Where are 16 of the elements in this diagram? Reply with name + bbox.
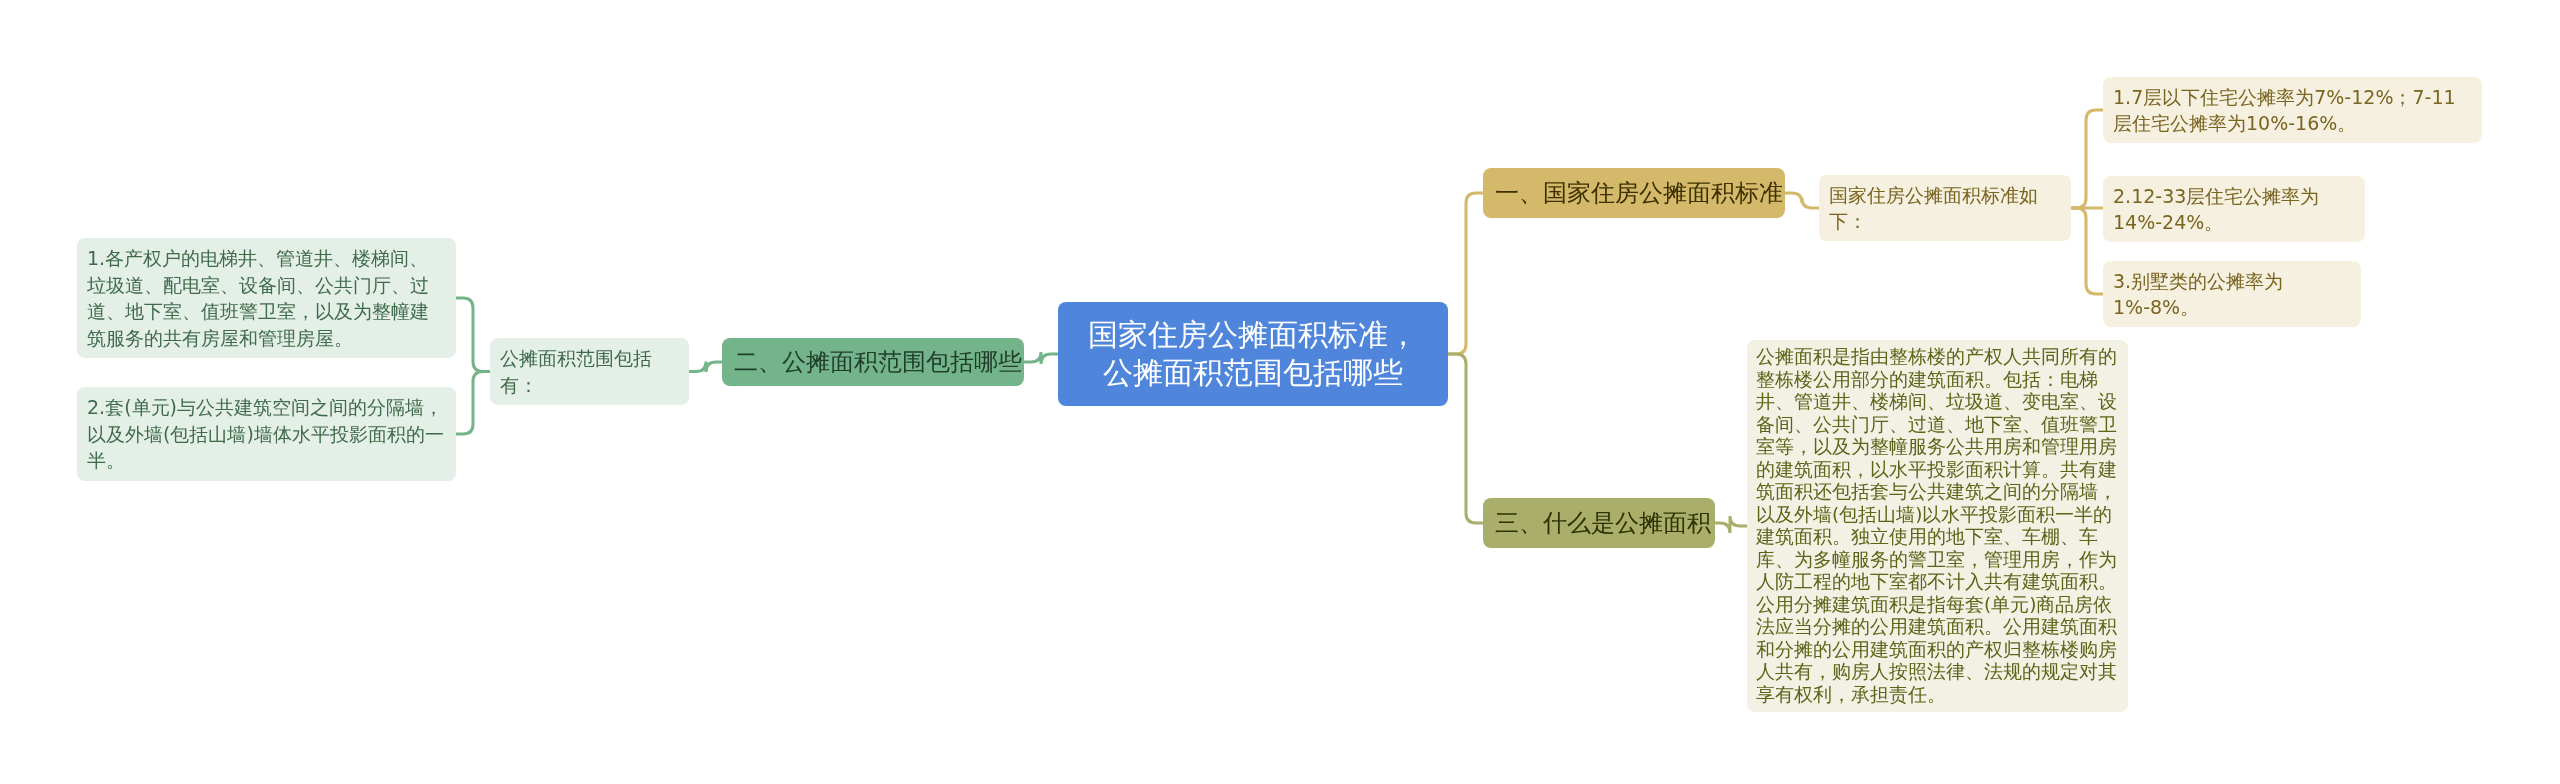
text-box: 1.7层以下住宅公摊率为7%-12%；7-11层住宅公摊率为10%-16%。 [2103,77,2482,143]
branch-topic-box: 一、国家住房公摊面积标准 [1483,168,1785,218]
text-box: 3.别墅类的公摊率为1%-8%。 [2103,261,2361,327]
text-box: 1.各产权户的电梯井、管道井、楼梯间、垃圾道、配电室、设备间、公共门厅、过道、地下室、值班警卫室，以及为整幢建筑服务的共有房屋和管理房屋。 [77,238,456,358]
text-box: 公摊面积范围包括有： [490,338,689,405]
root-topic-box: 国家住房公摊面积标准，公摊面积范围包括哪些 [1058,302,1448,406]
text-box: 2.12-33层住宅公摊率为14%-24%。 [2103,176,2365,242]
connector-line [1785,191,1819,210]
connector-line [1024,350,1058,366]
connector-line [689,360,722,374]
branch-topic-box: 三、什么是公摊面积 [1483,498,1715,548]
text-box: 2.套(单元)与公共建筑空间之间的分隔墙，以及外墙(包括山墙)墙体水平投影面积的一半。 [77,387,456,481]
text-box: 国家住房公摊面积标准如下： [1819,175,2071,241]
text-box: 公摊面积是指由整栋楼的产权人共同所有的整栋楼公用部分的建筑面积。包括：电梯井、管道井、楼梯间、垃圾道、变电室、设备间、公共门厅、过道、地下室、值班警卫室等，以及为整幢服务公共用房和管理用房的建筑面积，以水平投影面积计算。共有建筑面积还包括套与公共建筑之间的分隔墙，以及外墙(包括山墙)以水平投影面积一半的建筑面积。独立使用的地下室、车棚、车库、为多幢服务的警卫室，管理用房，作为人防工程的地下室都不计入共有建筑面积。公用分摊建筑面积是指每套(单元)商品房依法应当分摊的公用建筑面积。公用建筑面积和分摊的公用建筑面积的产权归整栋楼购房人共有，购房人按照法律、法规的规定对其享有权利，承担责任。 [1747,340,2128,712]
connector-line [1715,514,1747,535]
branch-topic-box: 二、公摊面积范围包括哪些 [722,338,1024,386]
